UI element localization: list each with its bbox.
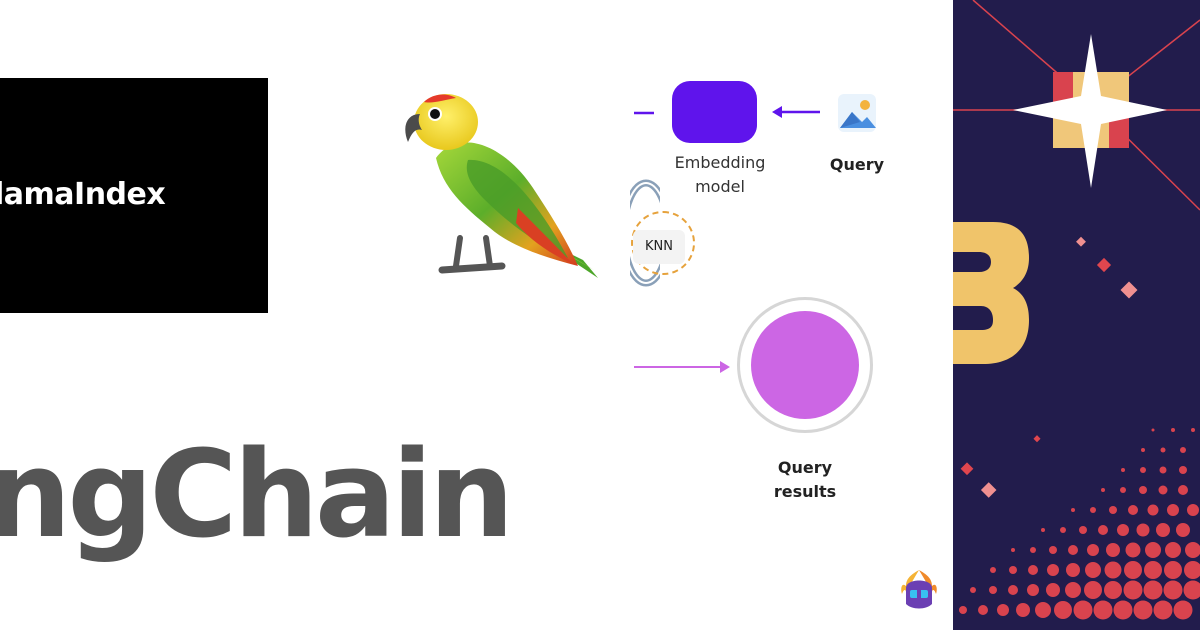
query-results-label: Query results: [760, 456, 850, 504]
query-label: Query: [829, 155, 885, 174]
knn-label: KNN: [633, 230, 685, 264]
results-arrow: [634, 361, 730, 373]
embedding-label-line-2: model: [695, 177, 745, 196]
llamaindex-logo-tile: lamaIndex: [0, 78, 268, 313]
query-arrows: [634, 106, 820, 118]
results-label-line-2: results: [773, 482, 837, 501]
results-label-line-1: Query: [777, 458, 833, 477]
knn-dashed-circle: [631, 211, 695, 275]
ring-fragment-icon: [630, 179, 660, 287]
langchain-logo-text: ngChain: [0, 426, 514, 565]
embedding-label-line-1: Embedding: [674, 153, 766, 172]
embedding-model-label: Embedding model: [660, 151, 780, 199]
llamaindex-logo-text: lamaIndex: [0, 177, 166, 212]
parrot-icon: [405, 94, 598, 278]
knight-helmet-icon: [901, 570, 937, 609]
vector-search-diagram: Embedding model Query KNN Query results: [630, 0, 952, 630]
query-results-circle: [751, 311, 859, 419]
image-icon: [838, 94, 876, 132]
decorative-pattern: [953, 0, 1200, 620]
embedding-model-box: [672, 81, 757, 143]
decorative-panel: [953, 0, 1200, 630]
